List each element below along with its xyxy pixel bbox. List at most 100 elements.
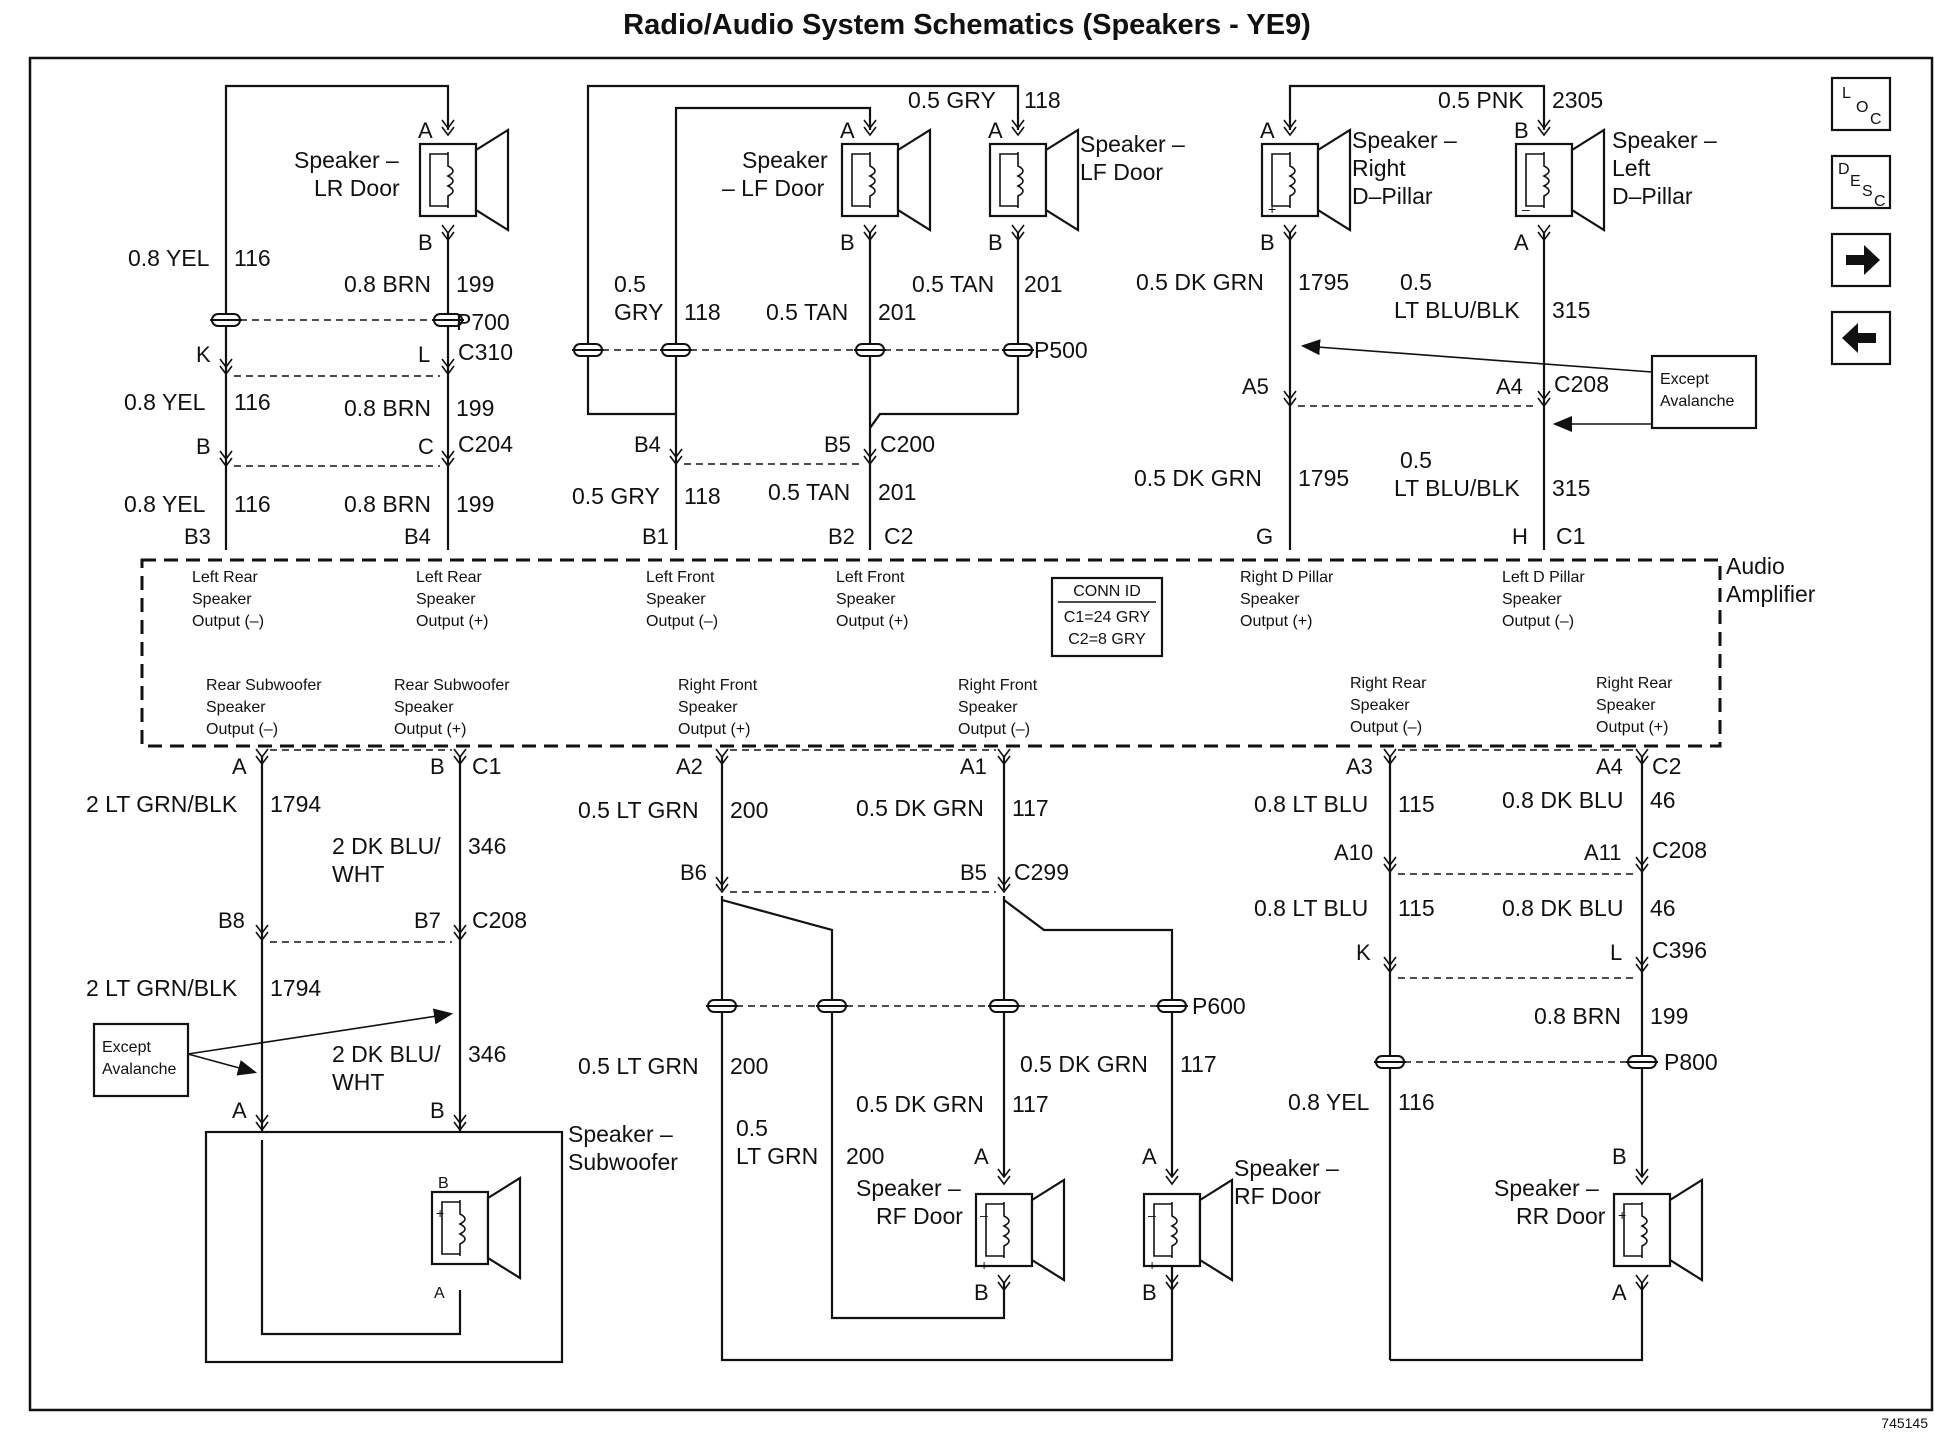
svg-text:LR Door: LR Door: [314, 175, 400, 201]
svg-text:0.5 DK GRN: 0.5 DK GRN: [1134, 465, 1262, 491]
svg-text:Speaker: Speaker: [742, 147, 828, 173]
svg-text:C208: C208: [1554, 371, 1609, 397]
svg-text:B: B: [840, 230, 855, 255]
svg-text:200: 200: [730, 1053, 768, 1079]
svg-text:+: +: [1268, 201, 1276, 217]
svg-text:118: 118: [684, 299, 721, 325]
svg-text:P800: P800: [1664, 1049, 1718, 1075]
svg-text:Right Front: Right Front: [678, 677, 758, 694]
audio-amplifier-box: [140, 558, 1722, 748]
svg-text:D: D: [1838, 161, 1850, 178]
svg-text:B8: B8: [218, 908, 245, 933]
svg-text:Speaker –: Speaker –: [1352, 127, 1457, 153]
svg-text:Output (+): Output (+): [678, 721, 750, 738]
svg-text:B3: B3: [184, 524, 211, 549]
svg-text:B5: B5: [824, 432, 851, 457]
svg-text:Right: Right: [1352, 155, 1406, 181]
svg-text:B5: B5: [960, 860, 987, 885]
svg-text:B2: B2: [828, 524, 855, 549]
svg-text:Right D Pillar: Right D Pillar: [1240, 569, 1334, 586]
svg-text:1794: 1794: [270, 791, 321, 817]
svg-text:Output (+): Output (+): [394, 721, 466, 738]
svg-text:C1: C1: [1556, 523, 1585, 549]
svg-text:201: 201: [878, 299, 916, 325]
svg-text:RF Door: RF Door: [876, 1203, 963, 1229]
svg-text:Left Rear: Left Rear: [416, 569, 482, 586]
svg-text:GRY: GRY: [614, 299, 663, 325]
svg-text:0.5 DK GRN: 0.5 DK GRN: [1136, 269, 1264, 295]
svg-text:K: K: [196, 342, 211, 367]
svg-text:C208: C208: [1652, 837, 1707, 863]
svg-text:Right Front: Right Front: [958, 677, 1038, 694]
svg-text:–: –: [1148, 1207, 1156, 1223]
svg-text:0.8 YEL: 0.8 YEL: [128, 245, 210, 271]
svg-text:C2=8 GRY: C2=8 GRY: [1068, 631, 1146, 648]
svg-text:Left Front: Left Front: [836, 569, 905, 586]
svg-text:Speaker –: Speaker –: [1080, 131, 1185, 157]
svg-text:0.5 DK GRN: 0.5 DK GRN: [856, 1091, 984, 1117]
next-arrow-button[interactable]: [1830, 232, 1892, 288]
svg-text:–: –: [436, 1255, 444, 1271]
svg-text:115: 115: [1398, 895, 1435, 921]
svg-text:117: 117: [1012, 1091, 1049, 1117]
svg-text:Speaker –: Speaker –: [294, 147, 399, 173]
svg-text:Subwoofer: Subwoofer: [568, 1149, 678, 1175]
svg-text:–: –: [1522, 201, 1530, 217]
svg-text:WHT: WHT: [332, 1069, 384, 1095]
svg-text:Output (–): Output (–): [646, 613, 718, 630]
svg-text:0.5: 0.5: [614, 271, 646, 297]
svg-text:B: B: [430, 1098, 445, 1123]
svg-text:346: 346: [468, 833, 506, 859]
svg-text:Left: Left: [1612, 155, 1651, 181]
svg-text:C: C: [1874, 193, 1886, 210]
svg-text:2305: 2305: [1552, 87, 1603, 113]
svg-text:C204: C204: [458, 431, 513, 457]
svg-text:C299: C299: [1014, 859, 1069, 885]
svg-text:Output (+): Output (+): [836, 613, 908, 630]
svg-text:Speaker: Speaker: [1596, 697, 1656, 714]
svg-text:0.5 GRY: 0.5 GRY: [572, 483, 660, 509]
svg-text:– LF Door: – LF Door: [722, 175, 825, 201]
prev-arrow-button[interactable]: [1830, 310, 1892, 366]
svg-text:0.8 BRN: 0.8 BRN: [344, 395, 431, 421]
svg-text:P500: P500: [1034, 337, 1088, 363]
svg-text:B: B: [988, 230, 1003, 255]
svg-text:0.8 YEL: 0.8 YEL: [124, 389, 206, 415]
svg-text:0.8 DK BLU: 0.8 DK BLU: [1502, 895, 1623, 921]
svg-text:S: S: [1862, 183, 1873, 200]
svg-text:B1: B1: [642, 524, 669, 549]
svg-text:0.5 LT GRN: 0.5 LT GRN: [578, 797, 699, 823]
svg-text:Output (–): Output (–): [192, 613, 264, 630]
svg-text:200: 200: [846, 1143, 884, 1169]
svg-text:Left D Pillar: Left D Pillar: [1502, 569, 1585, 586]
rf-door-speaker-1-icon: [974, 1178, 1066, 1282]
svg-text:G: G: [1256, 524, 1273, 549]
svg-text:E: E: [1850, 173, 1861, 190]
svg-text:H: H: [1512, 524, 1528, 549]
lr-door-speaker-icon: [418, 128, 510, 232]
loc-button[interactable]: LOC: [1830, 76, 1892, 132]
svg-text:B: B: [974, 1280, 989, 1305]
svg-text:Speaker: Speaker: [1502, 591, 1562, 608]
svg-text:116: 116: [234, 491, 271, 517]
svg-text:Speaker –: Speaker –: [568, 1121, 673, 1147]
svg-text:B: B: [438, 1175, 449, 1192]
svg-text:Avalanche: Avalanche: [1660, 393, 1735, 410]
svg-text:B: B: [430, 754, 445, 779]
svg-text:K: K: [1356, 940, 1371, 965]
svg-text:Except: Except: [1660, 371, 1709, 388]
svg-text:+: +: [436, 1205, 444, 1221]
svg-text:Speaker: Speaker: [678, 699, 738, 716]
svg-text:C2: C2: [1652, 753, 1681, 779]
svg-text:LT BLU/BLK: LT BLU/BLK: [1394, 475, 1520, 501]
svg-text:C: C: [418, 434, 434, 459]
svg-text:Output (–): Output (–): [1502, 613, 1574, 630]
svg-text:Speaker: Speaker: [646, 591, 706, 608]
svg-text:A2: A2: [676, 754, 703, 779]
rr-door-speaker-icon: [1612, 1178, 1704, 1282]
